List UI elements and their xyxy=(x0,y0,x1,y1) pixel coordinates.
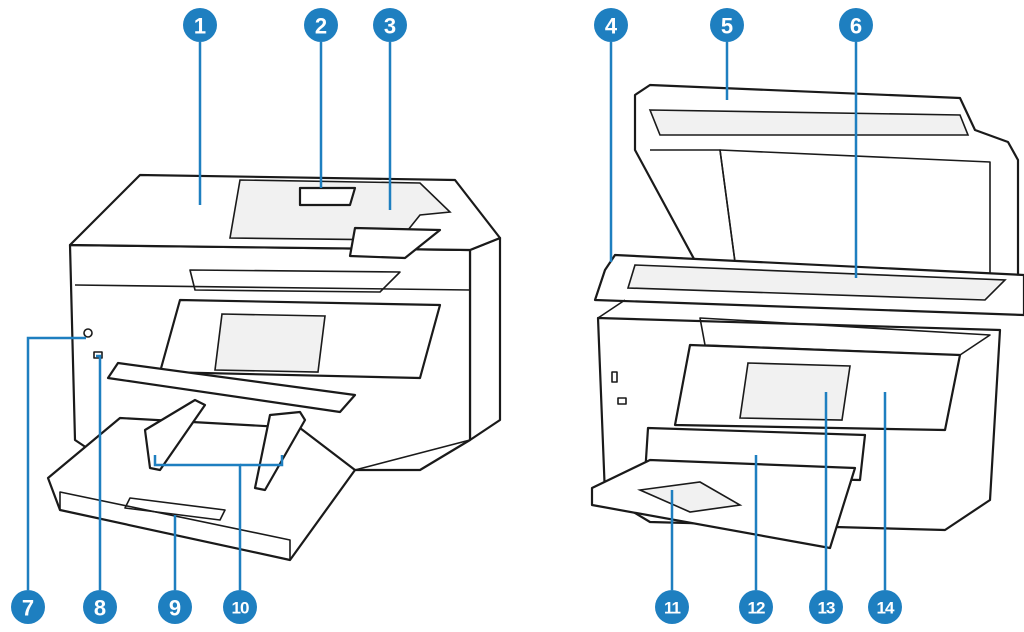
power-button xyxy=(83,328,93,338)
printer-front-view xyxy=(46,173,502,562)
paper-width-guide-right xyxy=(253,410,307,492)
callout-8-label: 8 xyxy=(94,596,106,621)
output-tray xyxy=(106,361,357,414)
paper-width-guide-left xyxy=(143,398,207,472)
callout-13: 13 xyxy=(809,590,843,624)
callout-4: 4 xyxy=(594,8,628,42)
callout-10-label: 10 xyxy=(232,599,249,618)
callout-12: 12 xyxy=(739,590,773,624)
callout-13-label: 13 xyxy=(818,599,835,618)
callout-4-label: 4 xyxy=(605,14,618,39)
callout-10: 10 xyxy=(223,590,257,624)
input-tray xyxy=(46,416,357,562)
usb-port xyxy=(93,351,103,359)
callout-9-label: 9 xyxy=(169,596,181,621)
leader-10 xyxy=(153,455,242,590)
leader-lines xyxy=(26,42,887,590)
callout-12-label: 12 xyxy=(748,599,765,618)
scanner-glass xyxy=(626,264,1007,301)
leader-8 xyxy=(96,354,102,590)
callout-5-label: 5 xyxy=(721,14,733,39)
control-panel-display xyxy=(214,313,326,373)
callout-3: 3 xyxy=(373,8,407,42)
callout-8: 8 xyxy=(83,590,117,624)
control-panel-display-open xyxy=(739,362,851,421)
printer-open-view xyxy=(590,83,1024,550)
leader-7 xyxy=(26,336,86,590)
callout-5: 5 xyxy=(710,8,744,42)
callout-7-label: 7 xyxy=(22,596,34,621)
printer-body-side xyxy=(468,236,502,442)
document-feeder-tray xyxy=(229,179,452,241)
callout-9: 9 xyxy=(158,590,192,624)
callout-11: 11 xyxy=(655,590,689,624)
callout-badges: 1 2 3 4 5 6 7 8 xyxy=(11,8,902,624)
paper-width-guide xyxy=(298,186,357,207)
callout-1-label: 1 xyxy=(194,14,206,39)
callout-11-label: 11 xyxy=(664,599,681,618)
callout-6: 6 xyxy=(839,8,873,42)
callout-1: 1 xyxy=(183,8,217,42)
document-feeder-output xyxy=(348,226,442,260)
callout-7: 7 xyxy=(11,590,45,624)
leader-10b xyxy=(240,455,284,467)
callout-2-label: 2 xyxy=(315,14,327,39)
callout-14: 14 xyxy=(868,590,902,624)
callout-6-label: 6 xyxy=(850,14,862,39)
callout-3-label: 3 xyxy=(384,14,396,39)
callout-14-label: 14 xyxy=(877,599,895,618)
callout-2: 2 xyxy=(304,8,338,42)
